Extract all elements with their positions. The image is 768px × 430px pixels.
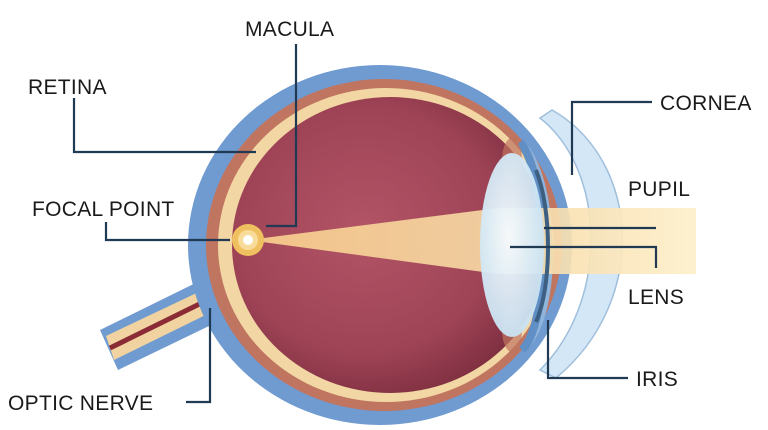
pupil-label: PUPIL <box>628 178 690 201</box>
iris-label: IRIS <box>636 368 678 391</box>
lens-label: LENS <box>628 286 684 309</box>
retina-label: RETINA <box>28 76 107 99</box>
macula-label: MACULA <box>245 18 334 41</box>
cornea-label: CORNEA <box>660 92 752 115</box>
focal-point-label: FOCAL POINT <box>32 198 175 221</box>
optic-nerve-label: OPTIC NERVE <box>8 392 153 415</box>
lens <box>480 153 544 337</box>
